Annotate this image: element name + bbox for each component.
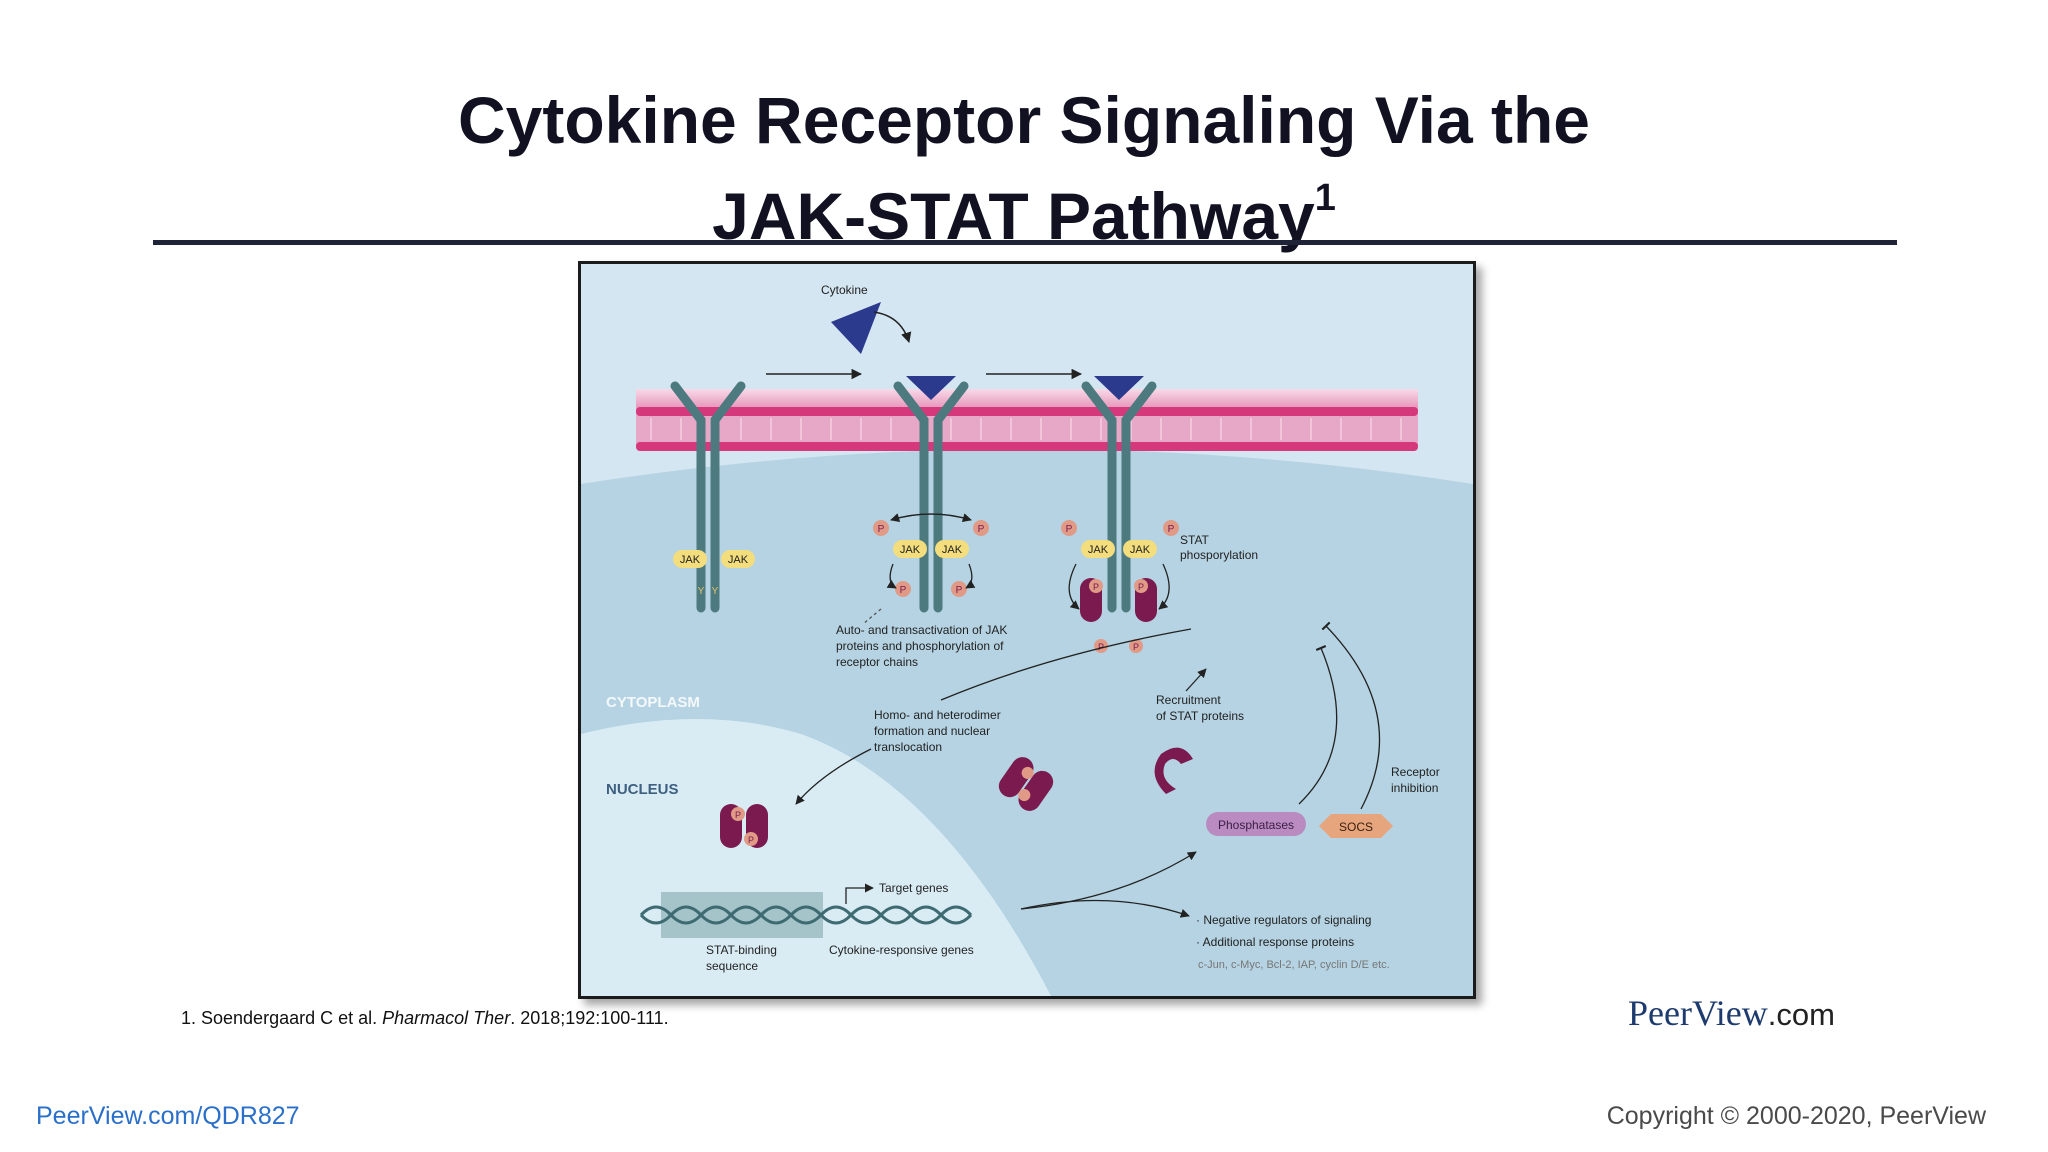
label-negative-regulators: · Negative regulators of signaling: [1196, 913, 1371, 927]
svg-text:P: P: [1066, 524, 1073, 535]
svg-text:Phosphatases: Phosphatases: [1218, 818, 1294, 832]
copyright-notice: Copyright © 2000-2020, PeerView: [1606, 1102, 1986, 1130]
label-auto-trans-1: Auto- and transactivation of JAK: [836, 623, 1007, 637]
citation-details: . 2018;192:100-111.: [510, 1008, 669, 1028]
svg-text:P: P: [1098, 642, 1104, 652]
label-cytokine: Cytokine: [821, 283, 868, 297]
svg-text:JAK: JAK: [1088, 544, 1109, 556]
label-cytokine-responsive-genes: Cytokine-responsive genes: [829, 943, 974, 957]
receptor-inactive: [670, 381, 746, 613]
cytokine-bound-2: [906, 376, 956, 400]
label-additional-proteins: · Additional response proteins: [1196, 935, 1354, 949]
inhibition-arrow-phosphatases: [1298, 645, 1338, 805]
stat-dimer-nucleus: P P: [720, 804, 768, 848]
svg-text:P: P: [748, 835, 754, 845]
cytokine-free: Cytokine: [821, 283, 912, 354]
cell-membrane: [636, 389, 1418, 451]
svg-text:P: P: [735, 810, 741, 820]
label-stat-binding-2: sequence: [706, 959, 758, 973]
label-homo-2: formation and nuclear: [874, 724, 990, 738]
peerview-logo: PeerView.com: [1628, 992, 1835, 1034]
svg-text:P: P: [900, 585, 907, 596]
footer-link[interactable]: PeerView.com/QDR827: [36, 1102, 300, 1130]
inhibition-arrow-socs: [1321, 621, 1381, 810]
dna-strand: [639, 892, 973, 938]
svg-text:JAK: JAK: [1130, 544, 1151, 556]
svg-text:JAK: JAK: [728, 554, 749, 566]
title-superscript: 1: [1314, 177, 1336, 219]
svg-text:P: P: [1093, 582, 1099, 592]
arrow-to-regulators: [1020, 851, 1197, 910]
label-homo-3: translocation: [874, 740, 942, 754]
slide-title: Cytokine Receptor Signaling Via the JAK-…: [0, 78, 2048, 258]
svg-text:P: P: [978, 524, 985, 535]
svg-text:SOCS: SOCS: [1339, 820, 1373, 834]
phosphatases-node: Phosphatases: [1206, 812, 1306, 836]
brand-name: PeerView: [1628, 993, 1768, 1033]
citation-journal: Pharmacol Ther: [382, 1008, 511, 1028]
stat-dimer-cytoplasm: [994, 752, 1058, 816]
title-line-1: Cytokine Receptor Signaling Via the: [457, 83, 1591, 157]
free-stat-protein: [1154, 747, 1193, 794]
label-stat-phosphorylation-2: phosporylation: [1180, 548, 1258, 562]
svg-text:P: P: [1138, 582, 1144, 592]
title-divider: [153, 240, 1897, 245]
arrow-target-genes: [845, 883, 874, 904]
label-receptor-inhibition-2: inhibition: [1391, 781, 1438, 795]
citation: 1. Soendergaard C et al. Pharmacol Ther.…: [181, 1008, 669, 1029]
label-homo-1: Homo- and heterodimer: [874, 708, 1001, 722]
label-recruitment-2: of STAT proteins: [1156, 709, 1244, 723]
jak-stat-diagram: Cytokine JAK JAK Y Y JAK JAK P P P P JAK…: [578, 261, 1476, 999]
label-cytoplasm: CYTOPLASM: [606, 694, 700, 711]
jak-pair-transactivated: JAK JAK P P P P: [862, 513, 989, 625]
jak-pair-stat-phosphorylation: JAK JAK P P P P P P: [1061, 520, 1179, 653]
svg-text:P: P: [956, 585, 963, 596]
label-nucleus: NUCLEUS: [606, 781, 679, 798]
label-target-genes: Target genes: [879, 881, 948, 895]
svg-text:JAK: JAK: [680, 554, 701, 566]
label-recruitment-1: Recruitment: [1156, 693, 1221, 707]
socs-node: SOCS: [1319, 814, 1393, 838]
svg-text:JAK: JAK: [942, 544, 963, 556]
svg-text:P: P: [878, 524, 885, 535]
label-protein-examples: c-Jun, c-Myc, Bcl-2, IAP, cyclin D/E etc…: [1198, 959, 1390, 971]
svg-text:Y: Y: [712, 586, 719, 597]
label-stat-binding-1: STAT-binding: [706, 943, 777, 957]
cytokine-bound-3: [1094, 376, 1144, 400]
svg-text:Y: Y: [698, 586, 705, 597]
label-stat-phosphorylation-1: STAT: [1180, 533, 1210, 547]
brand-suffix: .com: [1767, 997, 1835, 1032]
citation-authors: 1. Soendergaard C et al.: [181, 1008, 383, 1028]
jak-pair-inactive: JAK JAK Y Y: [673, 550, 755, 597]
svg-text:P: P: [1168, 524, 1175, 535]
label-receptor-inhibition-1: Receptor: [1391, 765, 1440, 779]
arrow-to-response-proteins: [1020, 899, 1190, 918]
arrow-dimer-formation: [940, 628, 1192, 701]
label-auto-trans-3: receptor chains: [836, 655, 918, 669]
arrow-nuclear-translocation: [795, 748, 872, 805]
svg-text:P: P: [1133, 642, 1139, 652]
label-auto-trans-2: proteins and phosphorylation of: [836, 639, 1004, 653]
svg-text:JAK: JAK: [900, 544, 921, 556]
